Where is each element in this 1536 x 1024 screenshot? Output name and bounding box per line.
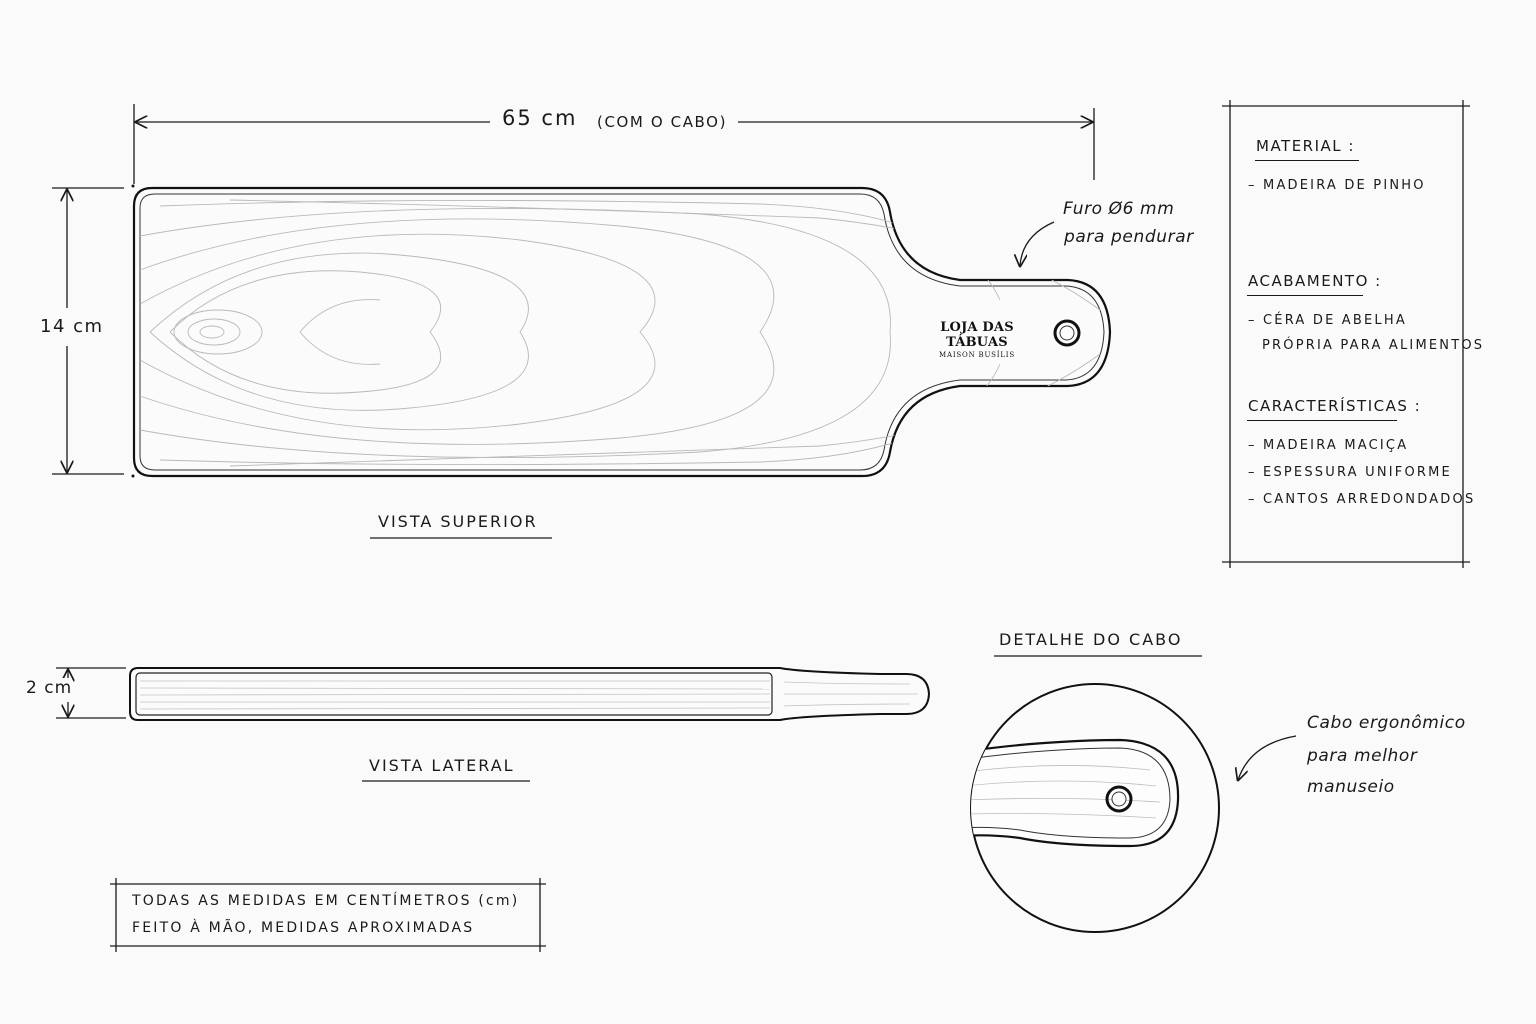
spec-features-item-3: – CANTOS ARREDONDADOS (1248, 492, 1476, 507)
side-view-title: VISTA LATERAL (369, 756, 515, 775)
spec-finish-title: ACABAMENTO : (1248, 272, 1382, 290)
length-note: (COM O CABO) (597, 113, 728, 131)
handle-note-line3: manuseio (1307, 777, 1395, 797)
width-value: 14 cm (40, 316, 104, 337)
spec-finish-underline (1247, 295, 1363, 296)
top-view-title: VISTA SUPERIOR (378, 512, 538, 531)
footer-note-line2: FEITO À MÃO, MEDIDAS APROXIMADAS (132, 920, 475, 936)
handle-note-line2: para melhor (1307, 746, 1418, 766)
footer-note-frame (110, 878, 546, 952)
brand-name: LOJA DAS TÁBUAS (940, 320, 1014, 350)
spec-material-item: – MADEIRA DE PINHO (1248, 178, 1426, 193)
spec-features-title: CARACTERÍSTICAS : (1248, 397, 1422, 415)
length-dimension (133, 104, 1095, 184)
spec-material-title: MATERIAL : (1256, 137, 1355, 155)
handle-detail-circle (970, 683, 1220, 933)
spec-finish-item-1: – CÉRA DE ABELHA (1248, 313, 1407, 328)
view-title-underlines (362, 537, 1202, 782)
width-dimension (52, 187, 124, 475)
hole-note-line1: Furo Ø6 mm (1063, 199, 1175, 219)
footer-note-line1: TODAS AS MEDIDAS EM CENTÍMETROS (cm) (132, 893, 520, 909)
spec-features-underline (1247, 420, 1397, 421)
length-value: 65 cm (502, 106, 578, 130)
brand-subtitle: MAISON BUSÍLIS (939, 351, 1015, 359)
spec-box-frame (1222, 100, 1470, 568)
handle-note-line1: Cabo ergonômico (1307, 713, 1466, 733)
hole-note-line2: para pendurar (1064, 227, 1194, 247)
spec-features-item-2: – ESPESSURA UNIFORME (1248, 465, 1452, 480)
brand-logo: LOJA DAS TÁBUAS MAISON BUSÍLIS (908, 320, 1046, 359)
spec-material-underline (1255, 160, 1359, 161)
handle-leader-arrow (1238, 735, 1297, 780)
thickness-value: 2 cm (26, 678, 73, 698)
spec-finish-item-2: PRÓPRIA PARA ALIMENTOS (1262, 338, 1485, 353)
spec-features-item-1: – MADEIRA MACIÇA (1248, 438, 1409, 453)
hole-leader-arrow (1020, 221, 1055, 266)
detail-view-title: DETALHE DO CABO (999, 630, 1183, 649)
board-side-view (129, 667, 931, 721)
